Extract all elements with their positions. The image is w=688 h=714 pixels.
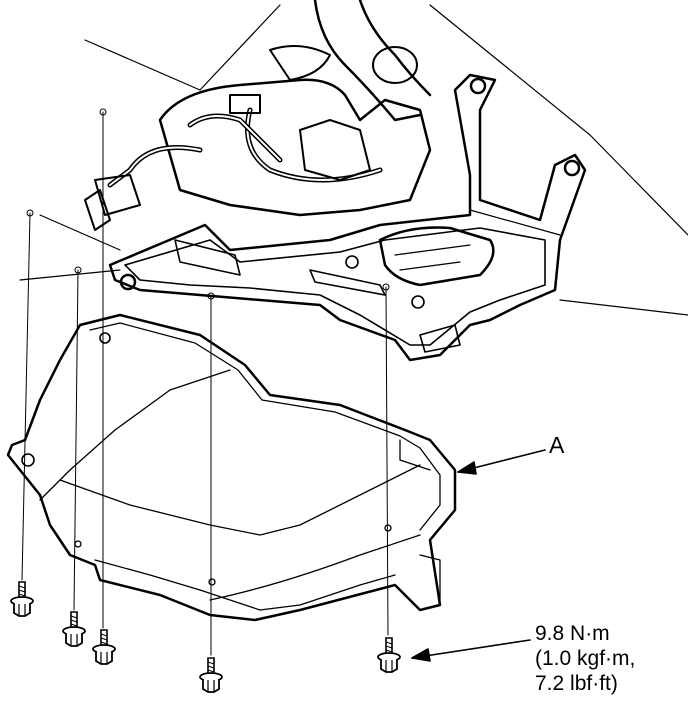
torque-arrowhead xyxy=(411,648,431,662)
part-a-arrowhead xyxy=(457,461,477,475)
flange-bolt-1[interactable] xyxy=(10,581,34,617)
flange-bolt-2[interactable] xyxy=(62,611,86,647)
flange-bolt-4[interactable] xyxy=(199,657,223,693)
flange-bolt-5[interactable] xyxy=(377,637,401,673)
torque-leader xyxy=(411,639,531,659)
torque-value-lbfft: 7.2 lbf·ft) xyxy=(535,672,618,695)
engine-components xyxy=(84,0,432,231)
subframe-bracket xyxy=(108,73,587,362)
torque-value-kgfm: (1.0 kgf·m, xyxy=(535,647,636,670)
part-a-label: A xyxy=(549,432,565,458)
fastener-alignment-lines xyxy=(21,108,390,656)
body-reference-lines xyxy=(19,4,688,316)
flange-bolt-3[interactable] xyxy=(92,629,116,665)
leader-lines xyxy=(411,449,546,662)
torque-spec-callout: 9.8 N·m (1.0 kgf·m, 7.2 lbf·ft) xyxy=(535,621,635,696)
splash-shield-part-a[interactable] xyxy=(6,313,457,622)
torque-value-nm: 9.8 N·m xyxy=(535,622,610,645)
